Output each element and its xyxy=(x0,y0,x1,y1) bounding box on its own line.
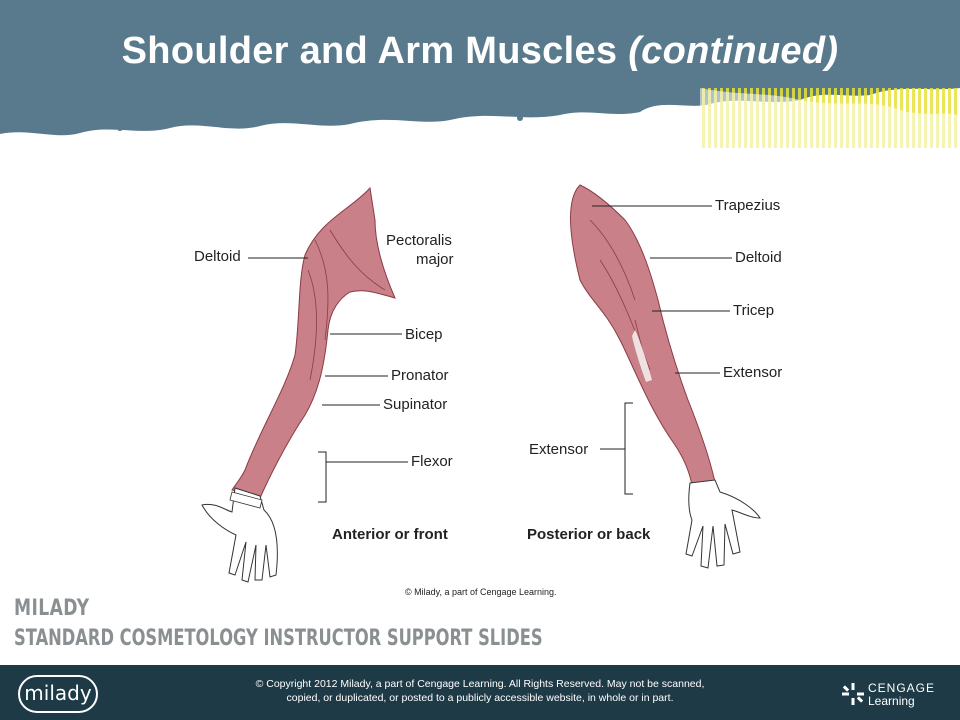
cengage-logo: CENGAGE Learning xyxy=(842,680,942,710)
label-pronator: Pronator xyxy=(391,367,449,384)
label-extensor-lower: Extensor xyxy=(529,441,589,458)
header-banner: Shoulder and Arm Muscles (continued) xyxy=(0,0,960,160)
footer-bar xyxy=(0,665,960,720)
cengage-wordmark: CENGAGE Learning xyxy=(868,682,935,708)
label-flexor: Flexor xyxy=(411,453,453,470)
arm-muscle-figure: Deltoid Pectoralis major Bicep Pronator … xyxy=(180,180,800,600)
title-continued: (continued) xyxy=(628,30,839,72)
copyright-line-1: © Copyright 2012 Milady, a part of Cenga… xyxy=(255,678,705,690)
anterior-arm-illustration xyxy=(201,186,396,583)
cengage-star-icon xyxy=(842,683,864,705)
caption-posterior: Posterior or back xyxy=(527,526,651,543)
copyright-line-2: copied, or duplicated, or posted to a pu… xyxy=(286,692,674,704)
posterior-arm-illustration xyxy=(570,184,761,569)
label-pectoralis: Pectoralis xyxy=(386,232,452,249)
cengage-wordmark-line2: Learning xyxy=(868,694,915,708)
leader-lines xyxy=(248,205,732,503)
brand-milady: MILADY xyxy=(14,596,90,621)
label-bicep: Bicep xyxy=(405,326,443,343)
caption-anterior: Anterior or front xyxy=(332,526,448,543)
cengage-wordmark-line1: CENGAGE xyxy=(868,681,936,695)
copyright-notice: © Copyright 2012 Milady, a part of Cenga… xyxy=(200,677,760,705)
label-trapezius: Trapezius xyxy=(715,197,781,214)
page-title: Shoulder and Arm Muscles (continued) xyxy=(0,30,960,73)
label-tricep: Tricep xyxy=(733,302,775,319)
title-main: Shoulder and Arm Muscles xyxy=(121,30,618,72)
milady-logo: milady xyxy=(18,675,98,713)
label-deltoid-anterior: Deltoid xyxy=(194,248,241,265)
label-deltoid-posterior: Deltoid xyxy=(735,249,782,266)
label-pectoralis-major: major xyxy=(416,251,454,268)
arm-illustrations xyxy=(201,184,761,583)
image-credit: © Milady, a part of Cengage Learning. xyxy=(405,587,557,597)
header-background xyxy=(0,0,960,160)
label-extensor-upper: Extensor xyxy=(723,364,783,381)
label-supinator: Supinator xyxy=(383,396,448,413)
brand-subtitle: STANDARD COSMETOLOGY INSTRUCTOR SUPPORT … xyxy=(14,626,543,651)
